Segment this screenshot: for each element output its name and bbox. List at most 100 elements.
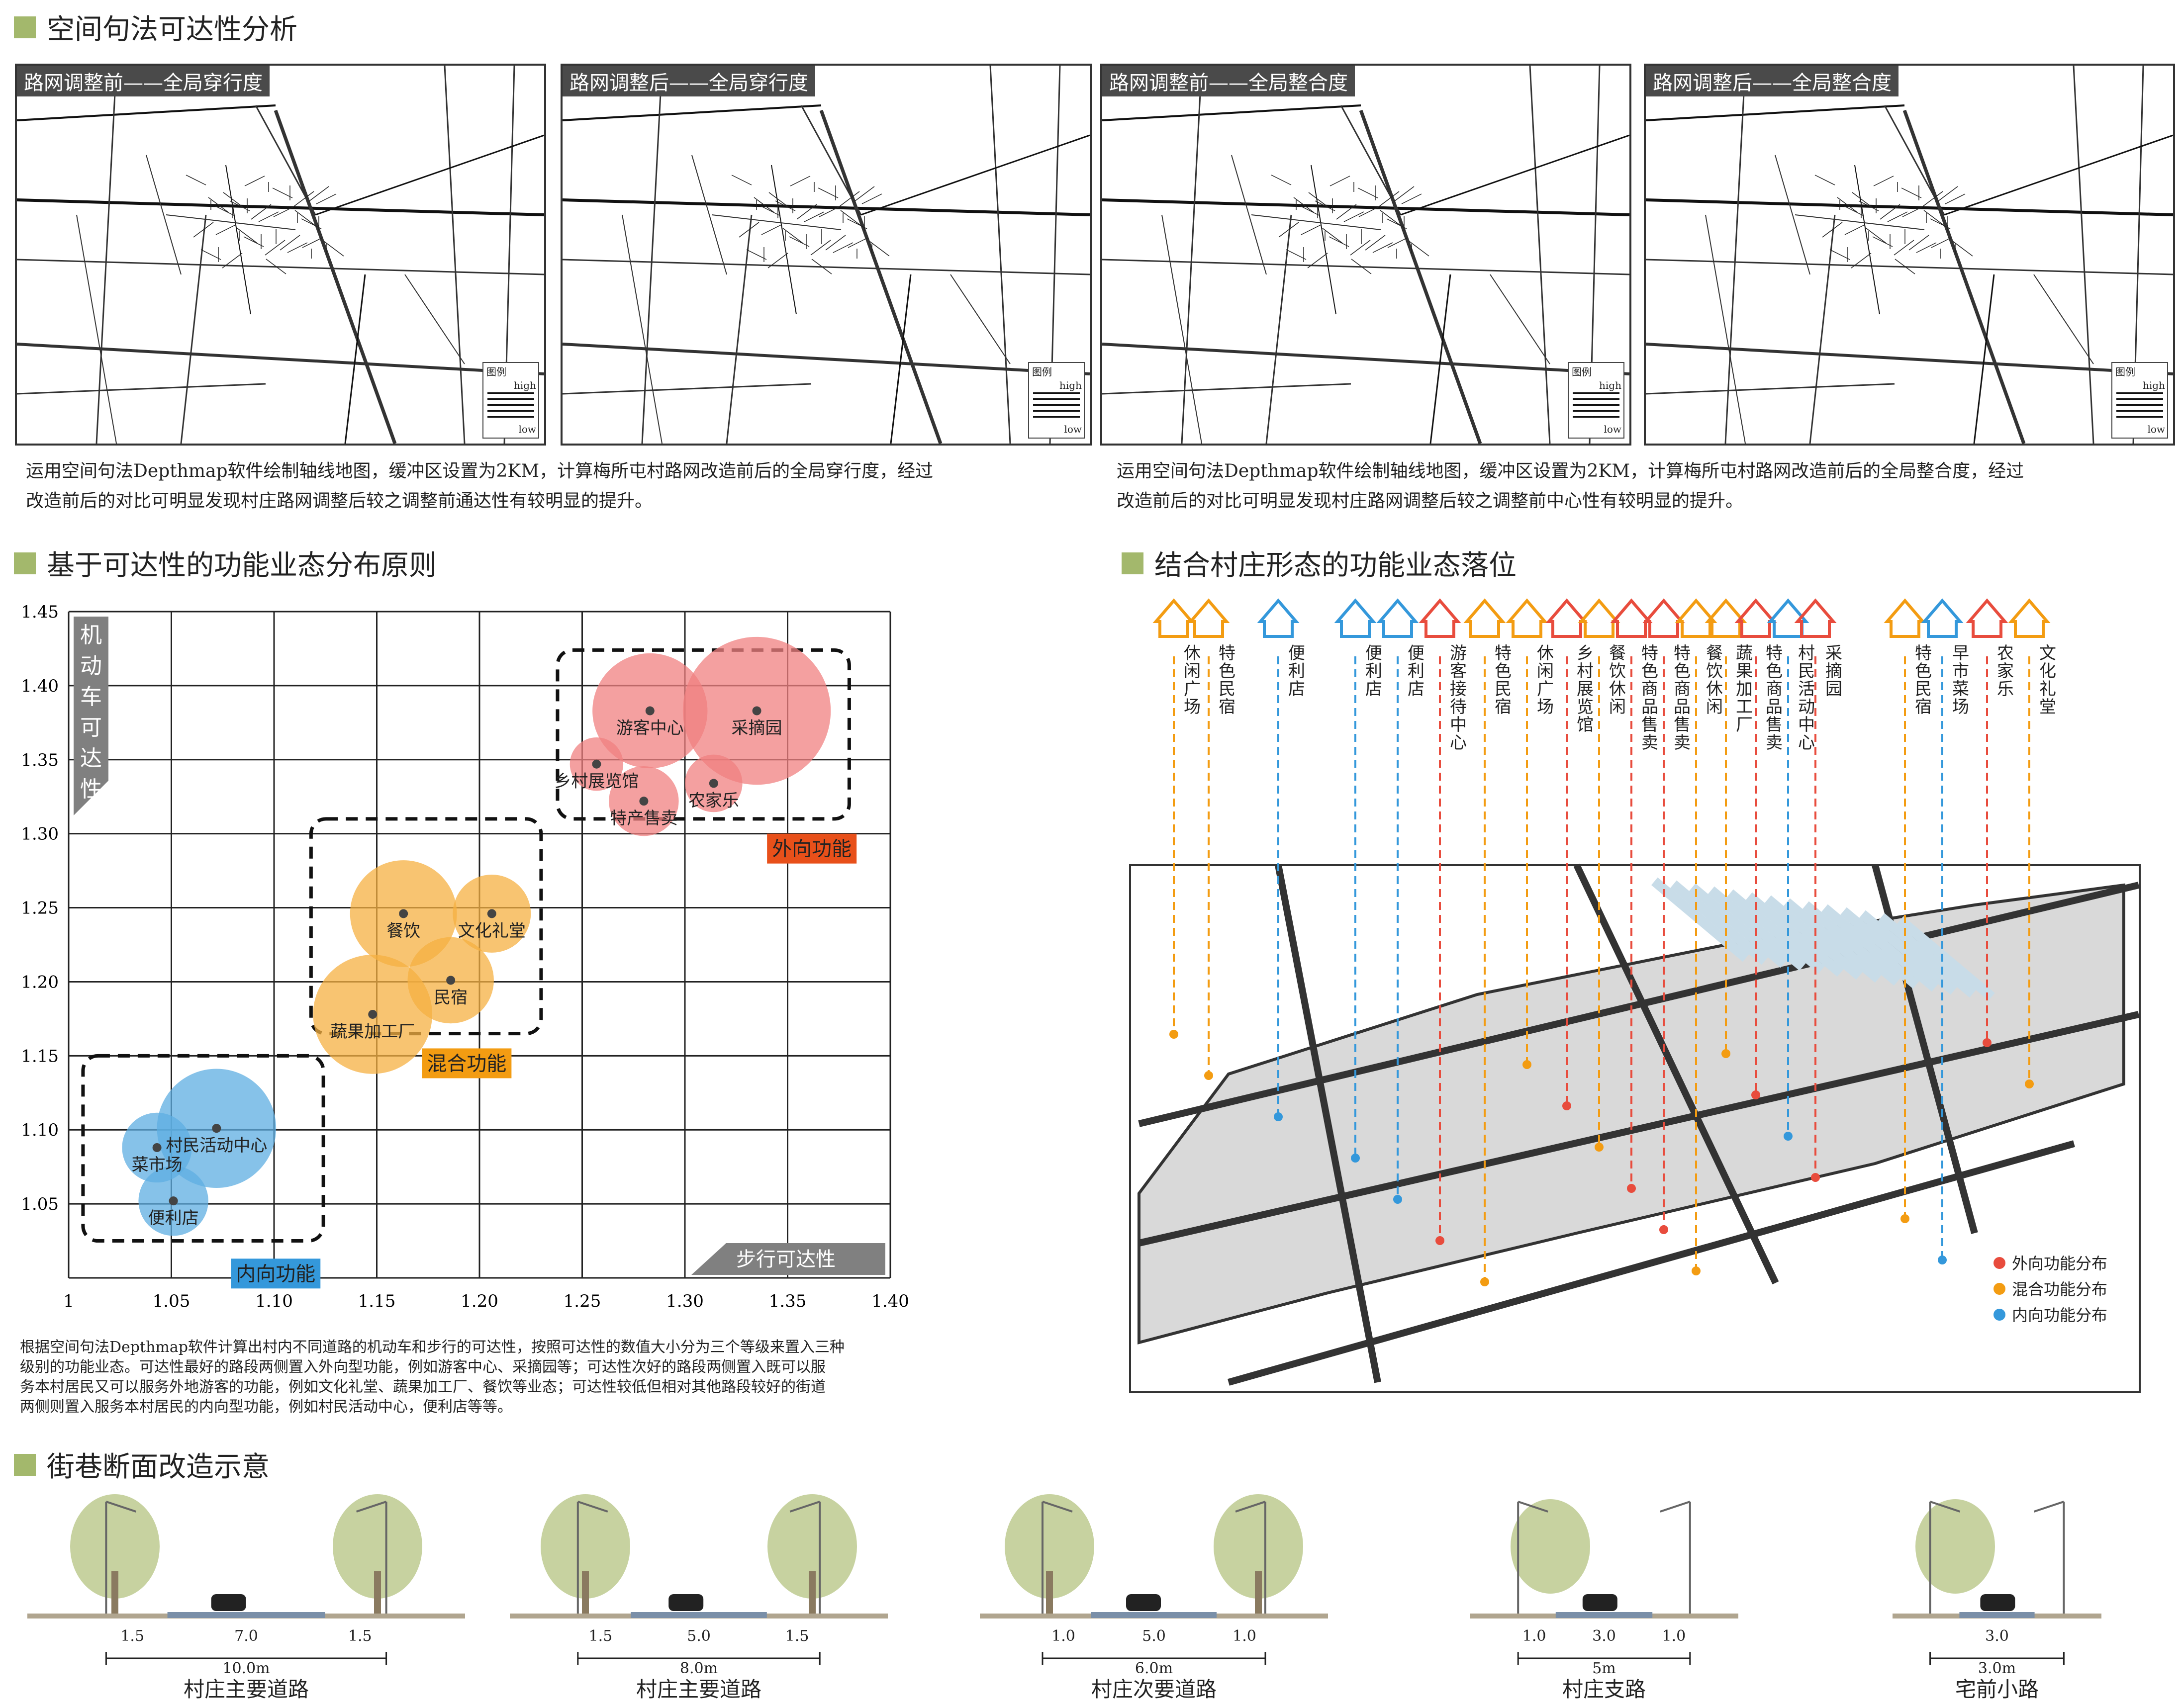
tree-trunk (1046, 1571, 1053, 1614)
axial-line (1529, 66, 1551, 444)
house-icon (1187, 598, 1230, 638)
poi-label-char: 广 (1184, 679, 1201, 699)
axial-line (1646, 383, 1895, 395)
axial-line (1894, 240, 1914, 256)
axial-line (1854, 165, 1880, 315)
y-axis-tag (74, 617, 108, 815)
greenhouse (1689, 883, 1787, 968)
poi-label-char: 休 (1184, 643, 1201, 663)
map-legend-scale (1573, 392, 1619, 422)
street-lamp-arm (1518, 1501, 1548, 1513)
greenhouse (1859, 910, 1957, 995)
axial-line (1293, 197, 1314, 213)
street-lamp-arm (577, 1501, 608, 1513)
y-tick-label: 1.25 (21, 899, 59, 918)
poi-label-char: 乐 (1997, 679, 2014, 699)
poi-location-dot (1721, 1049, 1730, 1058)
poi-label-char: 厂 (1736, 715, 1753, 735)
axial-line (1400, 134, 1629, 216)
poi-location-dot (1938, 1256, 1947, 1264)
bubble-label: 民宿 (434, 988, 468, 1007)
axial-line (847, 218, 867, 229)
axial-line (731, 175, 752, 185)
axial-line (989, 66, 1011, 444)
axial-line (243, 236, 264, 247)
street-lamp-arm (2033, 1501, 2065, 1513)
house-icon (1506, 598, 1548, 638)
poi-label-char: 加 (1736, 679, 1753, 699)
axial-line (1908, 235, 1929, 251)
tree-trunk (1255, 1571, 1262, 1614)
bubble-label: 餐饮 (386, 921, 420, 941)
house-icon (1884, 598, 1926, 638)
poi-label-char: 闲 (1706, 697, 1723, 717)
axial-line (622, 214, 663, 444)
poi-label-char: 民 (1219, 679, 1235, 699)
axial-line (1937, 186, 1958, 202)
axial-line (1231, 155, 1267, 275)
axial-line (258, 211, 279, 222)
axial-line (1945, 193, 1966, 204)
house-icon (1152, 598, 1195, 638)
poi-label-char: 休 (1537, 643, 1554, 663)
poi-label-char: 特 (1915, 643, 1932, 663)
axial-line (768, 192, 789, 208)
map-title: 路网调整后——全局整合度 (1646, 66, 1898, 96)
axial-line (1916, 242, 1937, 253)
section-part-width: 7.0 (234, 1627, 258, 1645)
axial-line (193, 222, 214, 238)
y-tick-label: 1.15 (21, 1046, 59, 1066)
axial-line (251, 204, 272, 220)
poi-location-dot (1169, 1030, 1178, 1039)
axial-line (804, 211, 825, 222)
axial-line (869, 241, 890, 257)
axial-line (811, 259, 832, 274)
village-road (1138, 1011, 2140, 1247)
map-legend-title: 图例 (2115, 366, 2135, 378)
basket-icon (1376, 598, 1419, 638)
car-icon (211, 1594, 246, 1611)
axial-line (563, 198, 1090, 216)
poi-label-char: 民 (1798, 661, 1815, 681)
poi-location-dot (1659, 1225, 1668, 1234)
x-axis-tag (691, 1243, 885, 1275)
carriageway (167, 1612, 325, 1618)
section-part-width: 3.0 (1985, 1627, 2009, 1645)
poi-label-char: 接 (1450, 679, 1467, 699)
bubble-label: 乡村展览馆 (554, 772, 639, 792)
section-total-width: 8.0m (680, 1660, 718, 1677)
bubble-center-dot (169, 1196, 178, 1206)
basket-icon (1334, 598, 1377, 638)
axial-line (1271, 175, 1292, 185)
greenhouse (1708, 886, 1806, 971)
axial-line (1880, 204, 1900, 220)
axial-line (1724, 66, 1746, 444)
poi-label-char: 客 (1450, 661, 1467, 681)
poi-label-char: 利 (1288, 661, 1305, 681)
axial-line (1394, 186, 1415, 202)
bubble-center-dot (487, 909, 496, 918)
greenhouse (1821, 904, 1919, 989)
carriageway (1091, 1612, 1217, 1618)
poi-label-char: 蔬 (1736, 643, 1753, 663)
map-legend-high: high (514, 379, 536, 391)
group-tag-label: 混合功能 (427, 1052, 506, 1075)
map-legend-scale (2116, 392, 2163, 422)
y-tick-label: 1.20 (21, 972, 59, 992)
group-boundary (556, 648, 851, 821)
poi-location-dot (1204, 1071, 1213, 1080)
group-tag-bg (231, 1259, 321, 1289)
poi-label-char: 色 (1219, 661, 1235, 681)
tree-icon (1005, 1494, 1094, 1599)
poi-label-char: 特 (1674, 643, 1691, 663)
axial-line (404, 274, 465, 364)
map-legend-scale (1033, 392, 1080, 422)
poi-location-dot (1522, 1060, 1531, 1069)
road-type-name: 村庄支路 (1562, 1677, 1646, 1701)
axial-line (1429, 274, 1451, 444)
section-total-width: 5m (1592, 1660, 1616, 1677)
axial-line (1380, 210, 1401, 226)
axial-line (1902, 109, 2026, 444)
